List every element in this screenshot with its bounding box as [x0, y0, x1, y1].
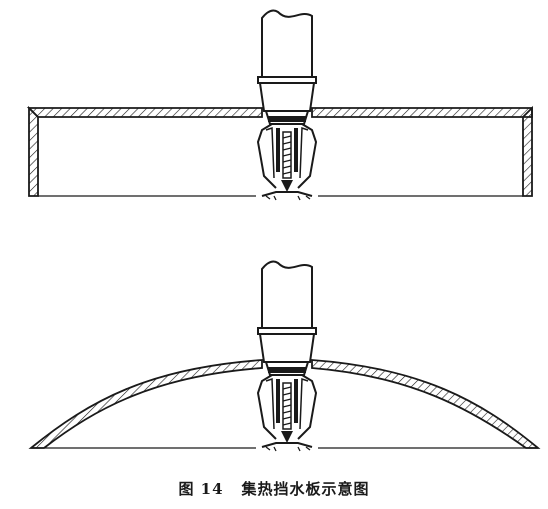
dome-plate-right	[311, 359, 541, 449]
right-side-wall	[522, 105, 533, 197]
sprinkler-head-top	[257, 9, 317, 201]
figure-number: 图 14	[178, 480, 224, 498]
top-plate-left	[26, 107, 263, 118]
sprinkler-head-bottom	[257, 260, 317, 452]
figure-caption: 图 14 集热挡水板示意图	[0, 478, 548, 502]
dome-baffle-diagram	[28, 260, 541, 452]
figure-title: 集热挡水板示意图	[241, 480, 370, 498]
top-plate-right	[311, 107, 533, 118]
dome-plate-left	[28, 359, 263, 449]
flat-baffle-diagram	[26, 9, 533, 201]
left-side-wall	[28, 105, 39, 197]
